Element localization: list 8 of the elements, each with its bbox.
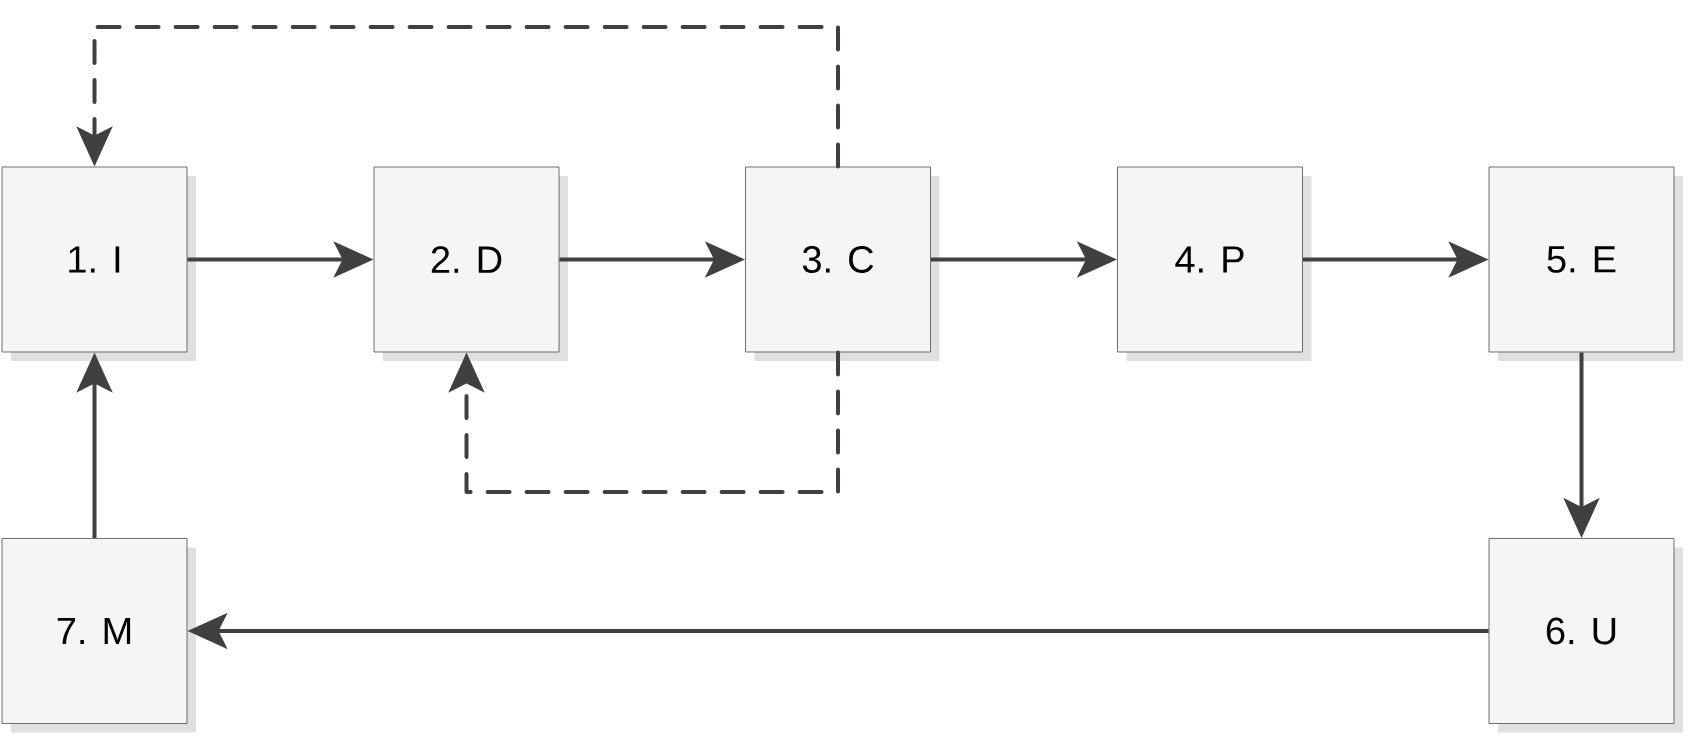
process-box: 4. P bbox=[1117, 166, 1312, 361]
process-box: 7. M bbox=[1, 538, 196, 733]
process-box: 1. I bbox=[1, 166, 196, 361]
process-box: 3. C bbox=[745, 166, 940, 361]
process-box: 6. U bbox=[1488, 538, 1683, 733]
process-box: 5. E bbox=[1488, 166, 1683, 361]
dashed-arrow bbox=[448, 350, 840, 494]
process-box: 2. D bbox=[373, 166, 568, 361]
